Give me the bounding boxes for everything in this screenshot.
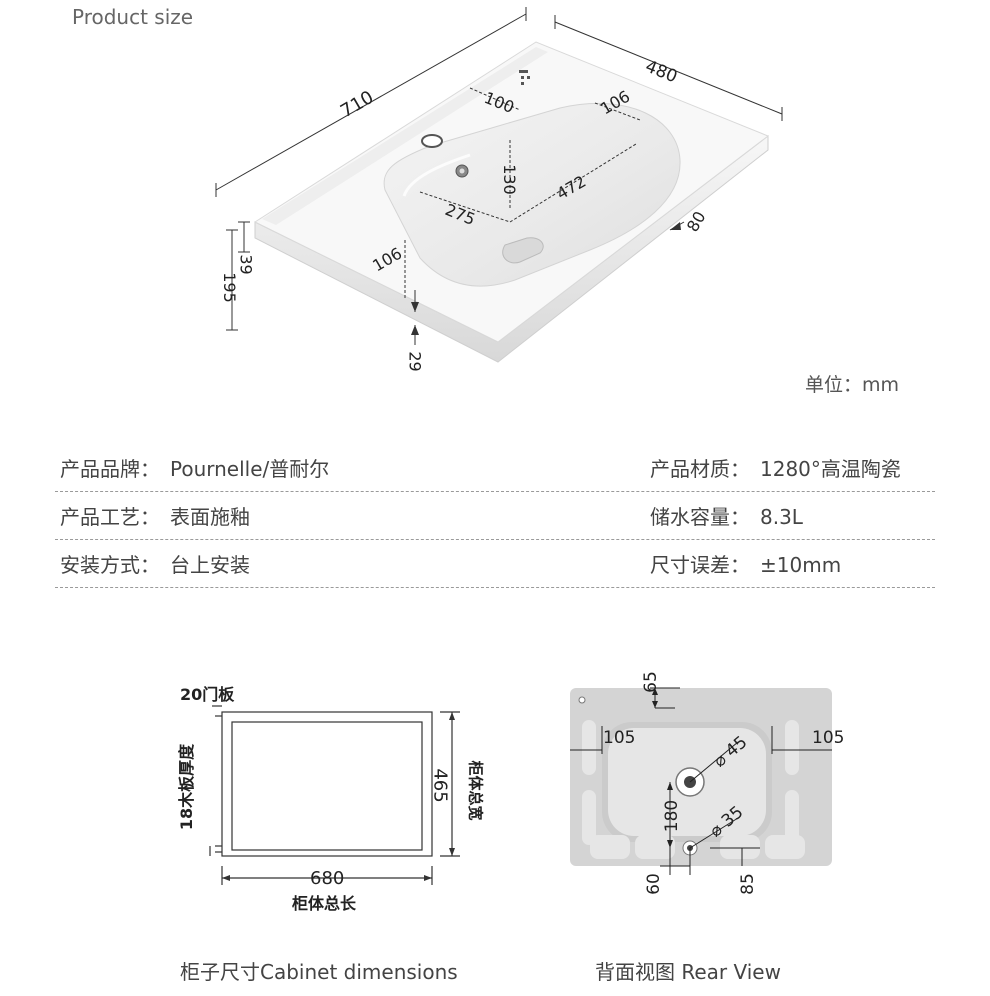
dim-total-height: 195 <box>219 272 239 303</box>
rear-right: 105 <box>812 728 845 748</box>
spec-label: 产品工艺： <box>60 505 160 529</box>
spec-value: 表面施釉 <box>170 505 250 529</box>
dim-lip-height: 39 <box>236 254 256 275</box>
spec-value: ±10mm <box>760 553 842 577</box>
spec-row: 产品工艺： 表面施釉 储水容量： 8.3L <box>55 493 935 540</box>
rear-top: 65 <box>640 671 661 693</box>
spec-value: 8.3L <box>760 505 803 529</box>
spec-row: 安装方式： 台上安装 尺寸误差： ±10mm <box>55 541 935 588</box>
dim-bowl-depth: 130 <box>499 164 519 195</box>
rear-bottom-right: 85 <box>737 873 758 895</box>
cabinet-width-label: 柜体总宽 <box>466 760 485 821</box>
cabinet-length-label: 柜体总长 <box>292 894 357 913</box>
rear-bottom-left: 60 <box>643 873 664 895</box>
rear-left: 105 <box>603 728 636 748</box>
unit-label: 单位：mm <box>805 374 900 396</box>
spec-value: Pournelle/普耐尔 <box>170 457 330 481</box>
rear-view-diagram <box>570 687 832 875</box>
spec-value: 1280°高温陶瓷 <box>760 457 901 481</box>
cabinet-caption: 柜子尺寸Cabinet dimensions <box>180 960 458 984</box>
product-size-drawing <box>215 7 783 363</box>
spec-label: 产品品牌： <box>60 457 160 481</box>
spec-label: 尺寸误差： <box>650 553 750 577</box>
basin-illustration <box>253 41 770 363</box>
cabinet-diagram <box>209 705 460 885</box>
cabinet-length-value: 680 <box>310 868 345 889</box>
spec-row: 产品品牌： Pournelle/普耐尔 产品材质： 1280°高温陶瓷 <box>55 445 935 492</box>
spec-label: 安装方式： <box>60 553 160 577</box>
dim-thickness: 29 <box>405 351 425 372</box>
door-label: 20门板 <box>180 685 235 704</box>
spec-label: 储水容量： <box>650 505 750 529</box>
cabinet-width-value: 465 <box>429 768 451 803</box>
rear-view-caption: 背面视图 Rear View <box>595 960 781 984</box>
section-title: Product size <box>72 5 194 29</box>
spec-value: 台上安装 <box>170 553 250 577</box>
rear-drain-hole: 180 <box>662 799 683 833</box>
board-thickness-label: 18木板厚度 <box>177 743 197 831</box>
spec-label: 产品材质： <box>650 457 750 481</box>
